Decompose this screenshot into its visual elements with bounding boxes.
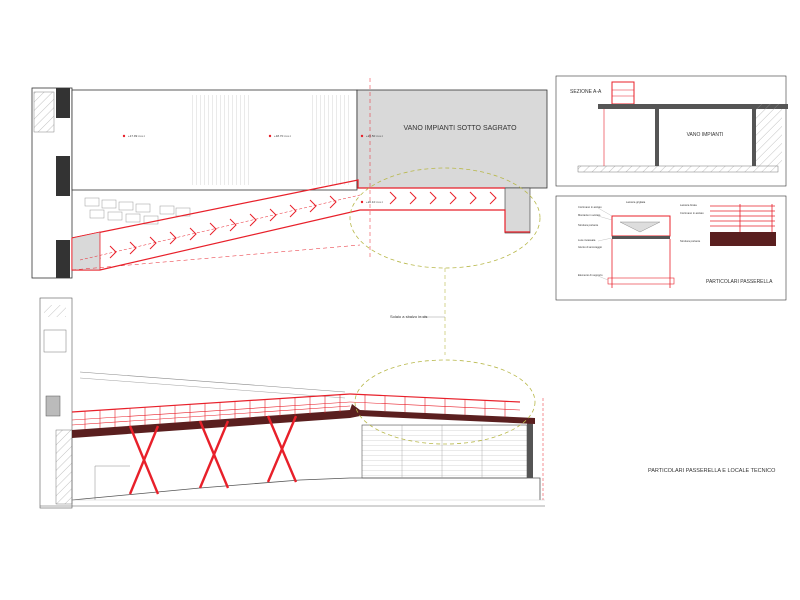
detail-callout: Luce incassata	[578, 238, 596, 242]
section-aa-panel: SEZIONE A-A VANO IMPIANTI	[555, 75, 788, 187]
detail-ellipse-plan	[349, 167, 541, 269]
plan-mark: +20.50 m.s.l.	[366, 134, 383, 138]
detail-callout: Corrimano in acciaio	[680, 211, 704, 215]
elev-technical-room	[361, 424, 528, 479]
detail-callout: Corrimano in acciaio	[578, 205, 602, 209]
detail-callout: Lamiera forata	[680, 203, 697, 207]
sheet-title: PARTICOLARI PASSERELLA E LOCALE TECNICO	[648, 468, 776, 474]
detail-callout: Giunto di ancoraggio	[578, 245, 602, 249]
plan-column	[56, 156, 70, 196]
section-room-label: VANO IMPIANTI	[687, 132, 724, 138]
elev-x-supports	[128, 415, 298, 495]
elev-ground	[71, 477, 541, 501]
elev-railing	[71, 393, 521, 429]
detail-railing	[710, 204, 775, 232]
plan-view: VANO IMPIANTI SOTTO SAGRATO +17.99 m.s.l…	[31, 78, 548, 279]
plan-mark: +17.99 m.s.l.	[128, 134, 145, 138]
plan-paving	[84, 197, 191, 225]
plan-dashed-outline	[71, 244, 361, 271]
section-aa-title: SEZIONE A-A	[570, 89, 602, 95]
detail-callout: Lamiera grigliata	[626, 200, 646, 204]
details-panel: Corrimano in acciaio Montante in acciaio…	[555, 195, 787, 301]
plan-stair-down	[504, 187, 531, 234]
detail-callout: Struttura portante	[578, 223, 599, 227]
plan-room-label: VANO IMPIANTI SOTTO SAGRATO	[403, 125, 517, 132]
detail-callout: Montante in acciaio	[578, 213, 601, 217]
details-title: PARTICOLARI PASSERELLA	[706, 279, 773, 285]
section-ground	[577, 165, 779, 173]
plan-stair-2	[312, 95, 352, 185]
plan-stair-left	[33, 91, 55, 133]
plan-column	[56, 88, 70, 118]
elevation-callout: Solaio a sbalzo in cls	[390, 314, 427, 319]
elevation-view	[39, 297, 545, 509]
elev-deck	[72, 404, 535, 438]
section-wall-left	[655, 104, 659, 166]
plan-stair-1	[190, 95, 250, 185]
plan-mark: +18.70 m.s.l.	[274, 134, 291, 138]
plan-column	[56, 240, 70, 278]
details-frame	[555, 195, 787, 301]
detail-ellipse-elevation	[354, 359, 536, 445]
section-wall-right	[752, 104, 756, 166]
detail-callout: Elemento di supporto	[578, 273, 603, 277]
detail-callout: Struttura portante	[680, 239, 701, 243]
detail-deck	[710, 232, 776, 246]
plan-technical-room	[356, 89, 548, 189]
section-earth	[756, 104, 782, 166]
plan-mark: +20.10 m.s.l.	[366, 200, 383, 204]
section-slab	[598, 104, 788, 109]
elev-roof-line	[79, 371, 346, 393]
plan-walkway	[71, 179, 530, 271]
